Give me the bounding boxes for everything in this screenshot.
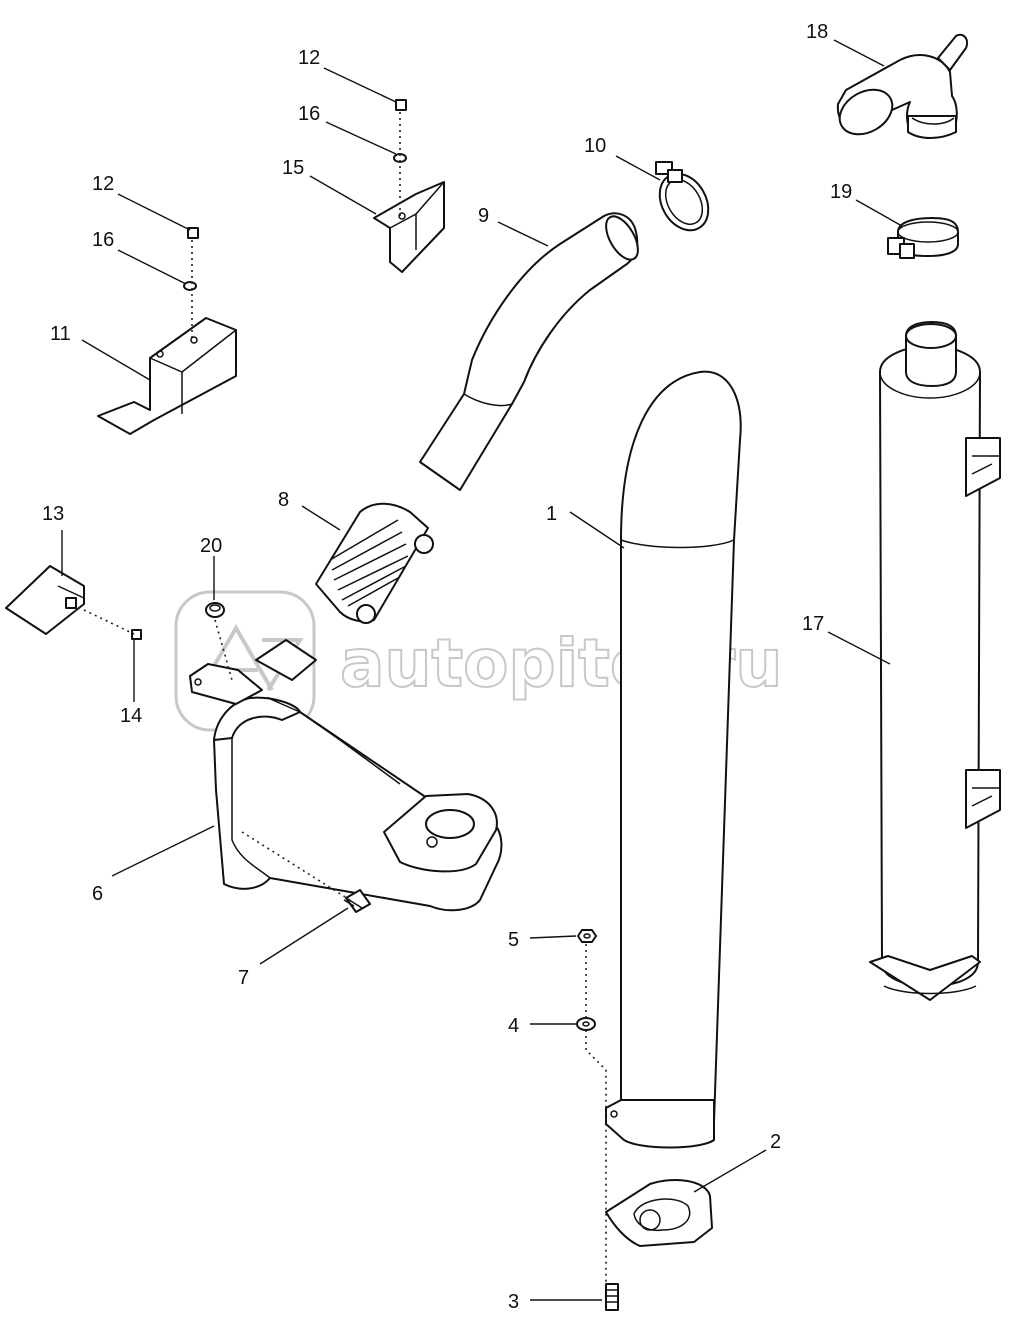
part-5-nut — [577, 929, 597, 943]
part-2-gasket — [605, 1179, 713, 1247]
part-3-stud — [605, 1283, 619, 1311]
callout-2: 2 — [770, 1131, 781, 1153]
callout-1: 1 — [546, 503, 557, 525]
part-10-clamp — [655, 161, 710, 232]
callout-16-lower: 16 — [92, 229, 114, 251]
callout-18: 18 — [806, 21, 828, 43]
callout-9: 9 — [478, 205, 489, 227]
part-9-tube — [419, 212, 639, 491]
callouts: 1 2 3 4 5 6 7 8 9 10 11 12 12 13 14 15 1… — [42, 21, 852, 1313]
part-17-muffler — [869, 321, 1001, 1001]
callout-14: 14 — [120, 705, 142, 727]
part-6-exhaust-elbow — [189, 639, 503, 912]
callout-7: 7 — [238, 967, 249, 989]
part-11-shield — [97, 317, 237, 435]
callout-11: 11 — [50, 323, 71, 345]
part-20-plug — [205, 602, 225, 618]
callout-19: 19 — [830, 181, 852, 203]
assembly-lines — [83, 112, 607, 1284]
callout-12-lower: 12 — [92, 173, 114, 195]
part-15-bracket — [373, 181, 445, 273]
callout-3: 3 — [508, 1291, 519, 1313]
part-19-clamp — [887, 217, 959, 259]
leader-lines — [61, 39, 903, 1301]
callout-6: 6 — [92, 883, 103, 905]
callout-16-upper: 16 — [298, 103, 320, 125]
callout-10: 10 — [584, 135, 606, 157]
callout-13: 13 — [42, 503, 64, 525]
part-18-elbow — [836, 33, 968, 139]
part-1-pipe — [605, 370, 742, 1149]
callout-4: 4 — [508, 1015, 519, 1037]
callout-12-upper: 12 — [298, 47, 320, 69]
part-14-screw — [131, 629, 142, 640]
part-8-flex-hose — [315, 502, 434, 624]
callout-20: 20 — [200, 535, 222, 557]
part-16-washer-lower — [183, 281, 197, 291]
part-12-bolt-lower — [187, 227, 199, 239]
part-12-bolt-upper — [395, 99, 407, 111]
callout-5: 5 — [508, 929, 519, 951]
part-13-plate — [5, 565, 85, 635]
callout-15: 15 — [282, 157, 304, 179]
part-4-washer — [576, 1017, 596, 1031]
callout-17: 17 — [802, 613, 824, 635]
callout-8: 8 — [278, 489, 289, 511]
